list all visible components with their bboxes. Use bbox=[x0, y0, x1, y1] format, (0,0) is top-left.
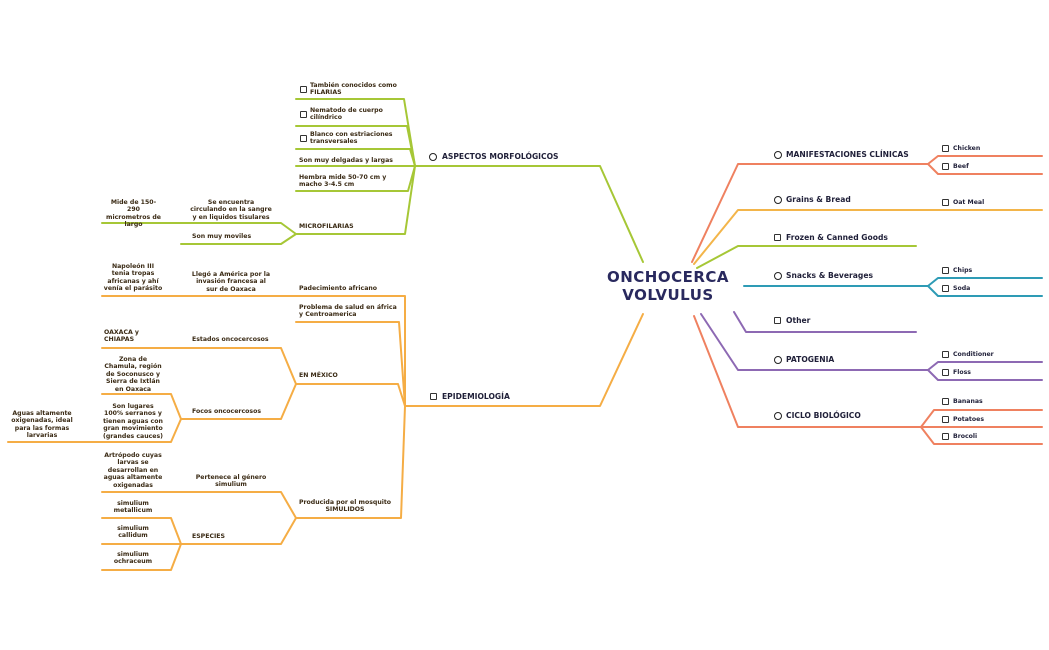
epi-napoleon[interactable]: Napoleón III tenia tropas africanas y ah… bbox=[103, 263, 163, 293]
microfilarias-circulando[interactable]: Se encuentra circulando en la sangre y e… bbox=[190, 199, 272, 221]
mosquito-especies[interactable]: ESPECIES bbox=[192, 533, 225, 540]
floss-checkbox-icon[interactable] bbox=[942, 369, 949, 376]
aspectos-item-nematodo[interactable]: Nematodo de cuerpo cilíndrico bbox=[310, 107, 383, 122]
epidemiologia-title[interactable]: EPIDEMIOLOGÍA bbox=[442, 392, 510, 401]
mosquito-species-ochraceum[interactable]: simulium ochraceum bbox=[113, 551, 153, 566]
right-item-chicken[interactable]: Chicken bbox=[953, 145, 981, 152]
right-item-beef[interactable]: Beef bbox=[953, 163, 969, 170]
mosquito-title[interactable]: Producida por el mosquito SIMULIDOS bbox=[298, 499, 392, 514]
mexico-estados[interactable]: Estados oncocercosos bbox=[192, 336, 269, 343]
right-item-oatmeal[interactable]: Oat Meal bbox=[953, 199, 985, 206]
aspectos-item-filarias[interactable]: También conocidos como FILARIAS bbox=[310, 82, 397, 97]
mosquito-species-callidum[interactable]: simulium callidum bbox=[117, 525, 149, 540]
snacks-circle-icon bbox=[774, 272, 782, 280]
epidemiologia-checkbox-icon[interactable] bbox=[430, 393, 437, 400]
oatmeal-checkbox-icon[interactable] bbox=[942, 199, 949, 206]
blanco-checkbox-icon[interactable] bbox=[300, 135, 307, 142]
epi-problema[interactable]: Problema de salud en áfrica y Centroamer… bbox=[299, 304, 397, 319]
potatoes-checkbox-icon[interactable] bbox=[942, 416, 949, 423]
central-topic-line1: ONCHOCERCA bbox=[606, 268, 730, 286]
bananas-checkbox-icon[interactable] bbox=[942, 398, 949, 405]
aspectos-item-blanco[interactable]: Blanco con estriaciones transversales bbox=[310, 131, 393, 146]
mexico-lugares[interactable]: Son lugares 100% serranos y tienen aguas… bbox=[103, 403, 163, 440]
other-checkbox-icon[interactable] bbox=[774, 317, 781, 324]
conditioner-checkbox-icon[interactable] bbox=[942, 351, 949, 358]
frozen-branch bbox=[696, 245, 917, 269]
right-topic-grains[interactable]: Grains & Bread bbox=[786, 195, 851, 204]
right-item-soda[interactable]: Soda bbox=[953, 285, 971, 292]
right-item-brocoli[interactable]: Brocoli bbox=[953, 433, 978, 440]
right-topic-frozen[interactable]: Frozen & Canned Goods bbox=[786, 233, 888, 242]
right-topic-ciclo[interactable]: CICLO BIOLÓGICO bbox=[786, 411, 861, 420]
beef-checkbox-icon[interactable] bbox=[942, 163, 949, 170]
mosquito-species-metallicum[interactable]: simulium metallicum bbox=[113, 500, 153, 515]
central-topic[interactable]: ONCHOCERCA VOLVULUS bbox=[588, 268, 748, 304]
right-item-conditioner[interactable]: Conditioner bbox=[953, 351, 994, 358]
manifestaciones-circle-icon bbox=[774, 151, 782, 159]
right-item-floss[interactable]: Floss bbox=[953, 369, 971, 376]
mexico-aguas[interactable]: Aguas altamente oxigenadas, ideal para l… bbox=[11, 410, 73, 440]
frozen-checkbox-icon[interactable] bbox=[774, 234, 781, 241]
aspectos-title[interactable]: ASPECTOS MORFOLÓGICOS bbox=[442, 152, 559, 161]
mosquito-artropodo[interactable]: Artrópodo cuyas larvas se desarrollan en… bbox=[103, 452, 163, 489]
chips-checkbox-icon[interactable] bbox=[942, 267, 949, 274]
manifestaciones-branch bbox=[691, 155, 1043, 263]
aspectos-item-delgadas[interactable]: Son muy delgadas y largas bbox=[299, 157, 393, 164]
patogenia-branch bbox=[700, 313, 1043, 381]
grains-branch bbox=[693, 209, 1043, 265]
microfilarias-moviles[interactable]: Son muy moviles bbox=[192, 233, 252, 240]
microfilarias-mide[interactable]: Mide de 150-290 micrometros de largo bbox=[106, 199, 161, 229]
snacks-branch bbox=[743, 277, 1043, 297]
right-item-bananas[interactable]: Bananas bbox=[953, 398, 983, 405]
soda-checkbox-icon[interactable] bbox=[942, 285, 949, 292]
mexico-title[interactable]: EN MÉXICO bbox=[299, 372, 338, 379]
epidemiologia-branch bbox=[7, 295, 644, 571]
chicken-checkbox-icon[interactable] bbox=[942, 145, 949, 152]
aspectos-circle-icon bbox=[429, 153, 437, 161]
microfilarias-title[interactable]: MICROFILARIAS bbox=[299, 223, 354, 230]
mexico-chamula[interactable]: Zona de Chamula, región de Soconusco y S… bbox=[104, 356, 162, 393]
aspectos-branch bbox=[101, 98, 644, 263]
ciclo-branch bbox=[693, 315, 1043, 445]
grains-circle-icon bbox=[774, 196, 782, 204]
mexico-focos[interactable]: Focos oncocercosos bbox=[192, 408, 262, 415]
right-topic-patogenia[interactable]: PATOGENIA bbox=[786, 355, 835, 364]
brocoli-checkbox-icon[interactable] bbox=[942, 433, 949, 440]
right-topic-other[interactable]: Other bbox=[786, 316, 811, 325]
central-topic-line2: VOLVULUS bbox=[622, 286, 714, 304]
right-topic-snacks[interactable]: Snacks & Beverages bbox=[786, 271, 873, 280]
right-item-potatoes[interactable]: Potatoes bbox=[953, 416, 985, 423]
epi-llego[interactable]: Llegó a América por la invasión francesa… bbox=[191, 271, 271, 293]
filarias-checkbox-icon[interactable] bbox=[300, 86, 307, 93]
patogenia-circle-icon bbox=[774, 356, 782, 364]
nematodo-checkbox-icon[interactable] bbox=[300, 111, 307, 118]
ciclo-circle-icon bbox=[774, 412, 782, 420]
mexico-oaxaca[interactable]: OAXACA y CHIAPAS bbox=[104, 329, 139, 344]
epi-padecimiento[interactable]: Padecimiento africano bbox=[299, 285, 378, 292]
right-topic-manifestaciones[interactable]: MANIFESTACIONES CLÍNICAS bbox=[786, 150, 909, 159]
other-branch bbox=[733, 311, 917, 333]
right-item-chips[interactable]: Chips bbox=[953, 267, 973, 274]
mosquito-pertenece[interactable]: Pertenece al género simulium bbox=[195, 474, 267, 489]
aspectos-item-hembra[interactable]: Hembra mide 50-70 cm y macho 3-4.5 cm bbox=[299, 174, 387, 189]
